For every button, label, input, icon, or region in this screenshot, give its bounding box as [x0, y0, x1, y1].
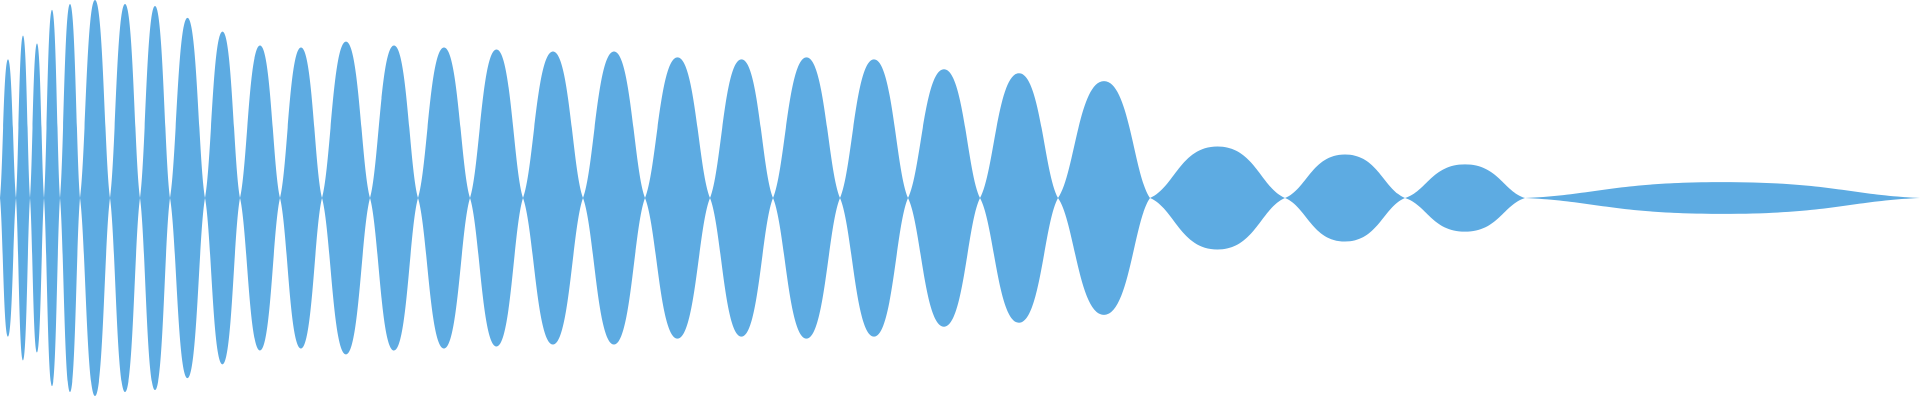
waveform-lobe: [418, 47, 470, 349]
waveform-lobe: [322, 41, 370, 355]
waveform-lobe: [1150, 146, 1285, 250]
waveform-lobe: [16, 35, 30, 361]
waveform-lobe: [80, 0, 110, 396]
waveform-lobe: [0, 59, 16, 337]
waveform-lobe: [110, 3, 140, 393]
waveform-lobe: [840, 59, 908, 337]
waveform-lobe: [1525, 182, 1920, 214]
waveform-lobe: [645, 57, 710, 339]
waveform-lobe: [710, 59, 773, 337]
waveform-lobe: [908, 69, 980, 327]
waveform-lobe: [205, 31, 240, 365]
waveform-lobe: [583, 51, 645, 345]
waveform-lobe: [523, 51, 583, 345]
waveform-lobe: [30, 43, 44, 353]
waveform-lobe: [140, 5, 170, 391]
waveform-lobe: [240, 45, 280, 351]
waveform-lobe: [1058, 81, 1150, 315]
waveform-lobe: [170, 17, 205, 379]
waveform-lobe: [1285, 154, 1405, 242]
waveform-lobe: [60, 3, 80, 393]
waveform-lobe: [44, 9, 60, 387]
waveform-lobe: [370, 45, 418, 351]
waveform-lobe: [1405, 164, 1525, 232]
waveform-lobe: [980, 73, 1058, 323]
waveform-lobe: [280, 47, 322, 349]
waveform-lobe: [470, 49, 523, 347]
waveform-lobe: [773, 57, 840, 339]
